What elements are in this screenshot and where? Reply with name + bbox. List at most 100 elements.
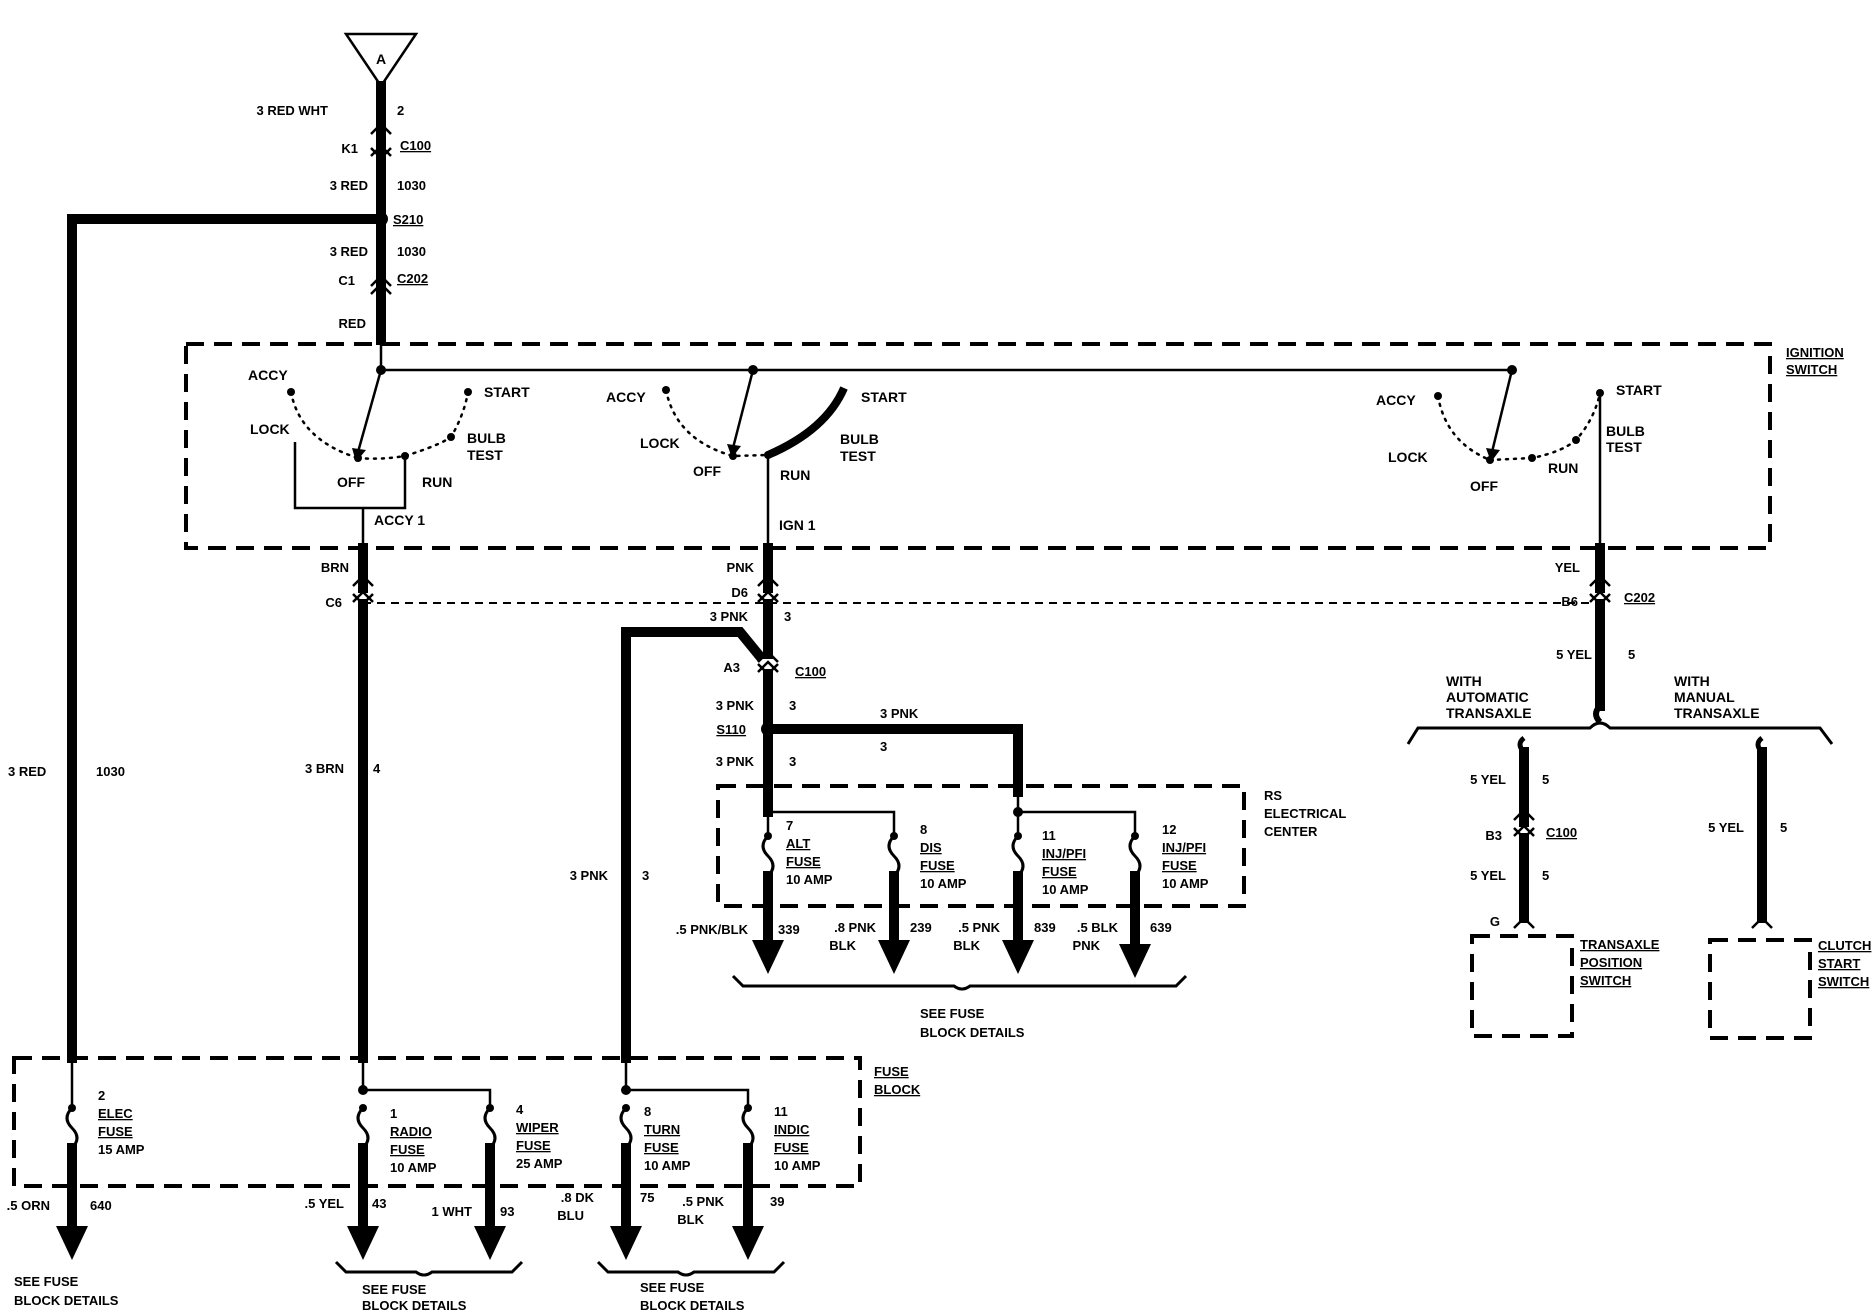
fuse-turn [610, 1104, 642, 1260]
ignition-switch-section-ign1: ACCY LOCK OFF RUN START BULB TEST IGN 1 [606, 369, 907, 548]
svg-text:SWITCH: SWITCH [1818, 974, 1869, 989]
svg-text:TEST: TEST [1606, 439, 1642, 455]
svg-text:10 AMP: 10 AMP [390, 1160, 437, 1175]
radio-wiper-see-bracket [334, 1260, 524, 1277]
svg-text:3 PNK: 3 PNK [710, 609, 749, 624]
svg-text:C100: C100 [795, 664, 826, 679]
svg-text:ACCY: ACCY [1376, 392, 1416, 408]
fuse-dis [878, 832, 910, 974]
svg-text:FUSE: FUSE [644, 1140, 679, 1155]
svg-text:3 RED: 3 RED [8, 764, 46, 779]
svg-text:ELECTRICAL: ELECTRICAL [1264, 806, 1346, 821]
svg-text:BLK: BLK [677, 1212, 704, 1227]
svg-text:43: 43 [372, 1196, 386, 1211]
svg-text:10 AMP: 10 AMP [774, 1158, 821, 1173]
svg-text:POSITION: POSITION [1580, 955, 1642, 970]
svg-text:RS: RS [1264, 788, 1282, 803]
svg-text:BLOCK DETAILS: BLOCK DETAILS [14, 1293, 119, 1308]
svg-text:3 PNK: 3 PNK [880, 706, 919, 721]
svg-text:RUN: RUN [780, 467, 810, 483]
fuse-elec [56, 1058, 88, 1260]
svg-text:5: 5 [1780, 820, 1787, 835]
svg-text:3 PNK: 3 PNK [716, 698, 755, 713]
svg-text:TEST: TEST [840, 448, 876, 464]
svg-text:39: 39 [770, 1194, 784, 1209]
transaxle-option-bar [1406, 721, 1834, 745]
svg-text:BULB: BULB [1606, 423, 1645, 439]
svg-text:IGNITION: IGNITION [1786, 345, 1844, 360]
svg-text:FUSE: FUSE [786, 854, 821, 869]
svg-text:LOCK: LOCK [640, 435, 680, 451]
svg-text:10 AMP: 10 AMP [1162, 876, 1209, 891]
transaxle-position-switch-box [1470, 934, 1574, 1038]
svg-text:FUSE: FUSE [874, 1064, 909, 1079]
svg-text:BLOCK DETAILS: BLOCK DETAILS [920, 1025, 1025, 1040]
svg-text:ELEC: ELEC [98, 1106, 133, 1121]
svg-text:2: 2 [397, 103, 404, 118]
ignition-switch-section-accy: ACCY LOCK OFF RUN START BULB TEST ACCY 1 [248, 367, 530, 548]
svg-text:FUSE: FUSE [1042, 864, 1077, 879]
pnk-turn-feed [621, 627, 766, 1063]
svg-text:RUN: RUN [1548, 460, 1578, 476]
svg-text:3 BRN: 3 BRN [305, 761, 344, 776]
svg-text:BLK: BLK [953, 938, 980, 953]
svg-text:SEE FUSE: SEE FUSE [362, 1282, 427, 1297]
svg-text:INJ/PFI: INJ/PFI [1162, 840, 1206, 855]
svg-text:8: 8 [920, 822, 927, 837]
svg-text:CENTER: CENTER [1264, 824, 1318, 839]
svg-text:25 AMP: 25 AMP [516, 1156, 563, 1171]
svg-text:RADIO: RADIO [390, 1124, 432, 1139]
svg-text:A3: A3 [723, 660, 740, 675]
fuse-radio [347, 1104, 379, 1260]
svg-text:839: 839 [1034, 920, 1056, 935]
svg-text:FUSE: FUSE [920, 858, 955, 873]
svg-text:BLU: BLU [557, 1208, 584, 1223]
svg-text:B6: B6 [1561, 594, 1578, 609]
svg-text:1030: 1030 [397, 178, 426, 193]
elec-feed-wire [67, 214, 386, 1063]
svg-text:MANUAL: MANUAL [1674, 689, 1735, 705]
svg-text:640: 640 [90, 1198, 112, 1213]
svg-text:4: 4 [516, 1102, 524, 1117]
connector-a-triangle [343, 32, 419, 89]
svg-text:SWITCH: SWITCH [1786, 362, 1837, 377]
svg-text:OFF: OFF [693, 463, 721, 479]
svg-text:BULB: BULB [840, 431, 879, 447]
svg-text:G: G [1490, 914, 1500, 929]
svg-text:B3: B3 [1485, 828, 1502, 843]
svg-text:WITH: WITH [1446, 673, 1482, 689]
svg-text:CLUTCH: CLUTCH [1818, 938, 1871, 953]
svg-text:3: 3 [784, 609, 791, 624]
svg-text:5 YEL: 5 YEL [1556, 647, 1592, 662]
svg-text:SEE FUSE: SEE FUSE [640, 1280, 705, 1295]
svg-text:.8 DK: .8 DK [561, 1190, 595, 1205]
clutch-start-switch-box [1708, 938, 1812, 1040]
svg-text:5: 5 [1542, 772, 1549, 787]
ignition-switch-box [184, 342, 1772, 550]
svg-text:D6: D6 [731, 585, 748, 600]
svg-text:3: 3 [789, 698, 796, 713]
svg-text:10 AMP: 10 AMP [644, 1158, 691, 1173]
svg-text:.8 PNK: .8 PNK [834, 920, 877, 935]
svg-text:FUSE: FUSE [774, 1140, 809, 1155]
fuse-inj-pfi-12 [1119, 832, 1151, 978]
fuse-inj-pfi-11 [1002, 812, 1034, 974]
turn-indic-see-bracket [596, 1260, 786, 1277]
pnk-branch-injpfi [763, 724, 1023, 797]
svg-text:S210: S210 [393, 212, 423, 227]
svg-text:FUSE: FUSE [516, 1138, 551, 1153]
svg-text:C1: C1 [338, 273, 355, 288]
svg-text:OFF: OFF [337, 474, 365, 490]
svg-text:RUN: RUN [422, 474, 452, 490]
ignition-switch-section-start: ACCY LOCK OFF RUN START BULB TEST [1376, 369, 1662, 548]
rs-electrical-center-box [716, 784, 1246, 908]
svg-text:FUSE: FUSE [1162, 858, 1197, 873]
svg-text:.5 ORN: .5 ORN [7, 1198, 50, 1213]
svg-text:3 RED WHT: 3 RED WHT [257, 103, 329, 118]
svg-text:75: 75 [640, 1190, 654, 1205]
svg-text:TURN: TURN [644, 1122, 680, 1137]
svg-text:5 YEL: 5 YEL [1470, 868, 1506, 883]
svg-text:INDIC: INDIC [774, 1122, 810, 1137]
svg-text:1030: 1030 [96, 764, 125, 779]
